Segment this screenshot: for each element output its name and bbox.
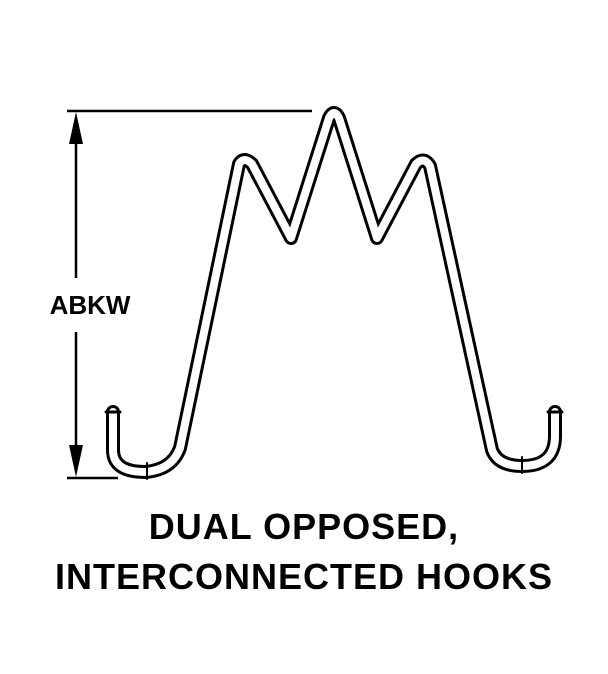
wire-hook <box>104 106 564 480</box>
wire-inner <box>109 109 559 476</box>
arrowhead-up <box>69 112 83 144</box>
dimension-label: ABKW <box>50 290 131 320</box>
caption-line-2: INTERCONNECTED HOOKS <box>54 556 554 597</box>
caption-line-1: DUAL OPPOSED, <box>148 506 460 547</box>
arrowhead-down <box>69 445 83 477</box>
